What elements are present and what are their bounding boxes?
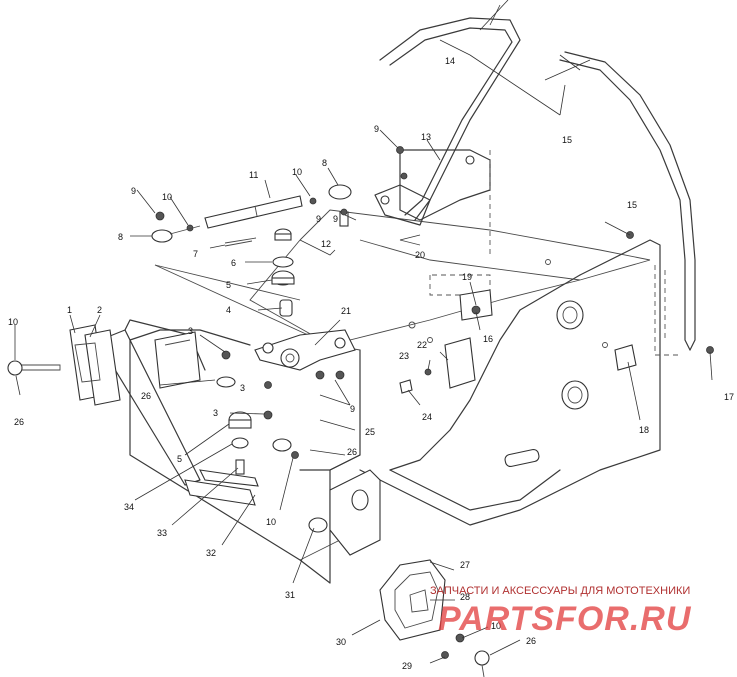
callout-10: 10 bbox=[266, 517, 276, 527]
callout-10: 10 bbox=[8, 317, 18, 327]
callout-5: 5 bbox=[226, 280, 231, 290]
watermark: ЗАПЧАСТИ И АКСЕССУАРЫ ДЛЯ МОТОТЕХНИКИ PA… bbox=[430, 585, 692, 638]
line-art bbox=[7, 0, 714, 677]
callout-4: 4 bbox=[226, 305, 231, 315]
callout-26: 26 bbox=[14, 417, 24, 427]
callout-30: 30 bbox=[336, 637, 346, 647]
upper-frame bbox=[249, 209, 651, 346]
callout-2: 2 bbox=[97, 305, 102, 315]
cotter-pin bbox=[224, 237, 257, 247]
callout-15: 15 bbox=[562, 135, 572, 145]
right-tube bbox=[544, 51, 696, 351]
callout-5: 5 bbox=[177, 454, 182, 464]
callout-34: 34 bbox=[124, 502, 134, 512]
callout-9: 9 bbox=[333, 214, 338, 224]
shaft bbox=[204, 195, 303, 229]
right-side-panel bbox=[359, 239, 680, 526]
tie-rod-top bbox=[151, 211, 201, 243]
left-lever-assembly bbox=[7, 319, 206, 486]
callout-10: 10 bbox=[491, 621, 501, 631]
hardware bbox=[264, 231, 714, 394]
callout-10: 10 bbox=[162, 192, 172, 202]
leader-lines bbox=[14, 39, 713, 664]
callout-21: 21 bbox=[341, 306, 351, 316]
callout-18: 18 bbox=[639, 425, 649, 435]
callout-14: 14 bbox=[445, 56, 455, 66]
callout-15: 15 bbox=[627, 200, 637, 210]
callout-3: 3 bbox=[240, 383, 245, 393]
callout-9: 9 bbox=[350, 404, 355, 414]
callout-8: 8 bbox=[322, 158, 327, 168]
callout-31: 31 bbox=[285, 590, 295, 600]
callout-9: 9 bbox=[131, 186, 136, 196]
callout-17: 17 bbox=[724, 392, 734, 402]
watermark-caption: ЗАПЧАСТИ И АКСЕССУАРЫ ДЛЯ МОТОТЕХНИКИ bbox=[430, 585, 690, 597]
callout-20: 20 bbox=[415, 250, 425, 260]
bottom-pad bbox=[379, 559, 490, 677]
callout-28: 28 bbox=[460, 592, 470, 602]
steering-tube bbox=[379, 0, 521, 221]
callout-11: 11 bbox=[249, 170, 258, 180]
callout-32: 32 bbox=[206, 548, 216, 558]
callout-12: 12 bbox=[321, 239, 331, 249]
center-mount-plate bbox=[254, 329, 356, 371]
top-link bbox=[309, 184, 352, 227]
callout-33: 33 bbox=[157, 528, 167, 538]
callout-labels: 1 2 3 3 3 4 5 5 6 7 8 8 9 9 9 9 9 10 10 … bbox=[8, 56, 734, 671]
callout-3: 3 bbox=[213, 408, 218, 418]
callout-26: 26 bbox=[526, 636, 536, 646]
bushing-stack bbox=[271, 228, 295, 317]
lower-lever bbox=[308, 469, 381, 556]
callout-19: 19 bbox=[462, 272, 472, 282]
callout-9: 9 bbox=[316, 214, 321, 224]
callout-1: 1 bbox=[67, 305, 72, 315]
lower-pad bbox=[184, 350, 299, 506]
steering-bracket bbox=[374, 146, 491, 226]
callout-29: 29 bbox=[402, 661, 412, 671]
callout-22: 22 bbox=[417, 340, 427, 350]
callout-10: 10 bbox=[292, 167, 302, 177]
callout-23: 23 bbox=[399, 351, 409, 361]
callout-8: 8 bbox=[118, 232, 123, 242]
callout-3: 3 bbox=[188, 326, 193, 336]
callout-24: 24 bbox=[422, 412, 432, 422]
callout-6: 6 bbox=[231, 258, 236, 268]
callout-26: 26 bbox=[141, 391, 151, 401]
callout-16: 16 bbox=[483, 334, 493, 344]
callout-7: 7 bbox=[193, 249, 198, 259]
watermark-logo: PARTSFOR.RU bbox=[438, 600, 692, 638]
callout-27: 27 bbox=[460, 560, 470, 570]
callout-9: 9 bbox=[374, 124, 379, 134]
callout-25: 25 bbox=[365, 427, 375, 437]
callout-26: 26 bbox=[347, 447, 357, 457]
callout-13: 13 bbox=[421, 132, 431, 142]
